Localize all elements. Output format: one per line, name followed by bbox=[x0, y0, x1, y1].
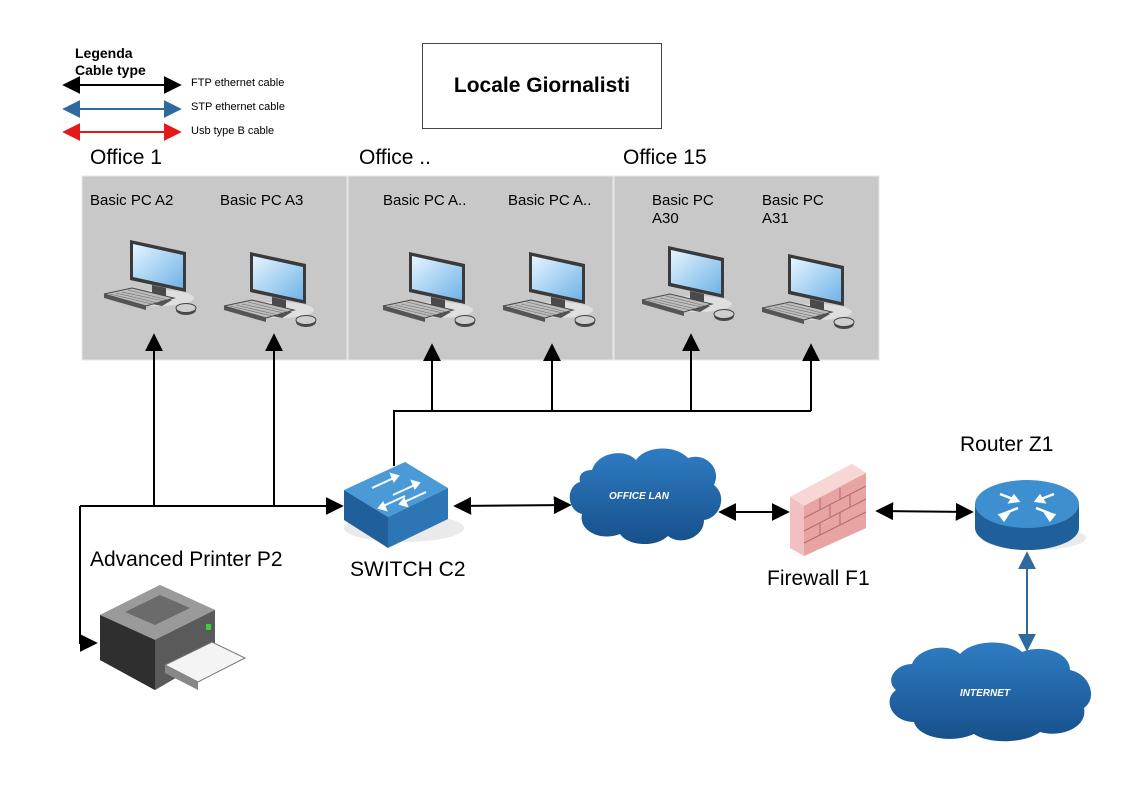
office-title-3: Office 15 bbox=[623, 146, 707, 169]
pc-a31-icon bbox=[761, 254, 855, 329]
pc-label-a2: Basic PC A2 bbox=[90, 192, 174, 209]
firewall-icon bbox=[790, 464, 867, 556]
pc-a3-icon bbox=[223, 252, 317, 327]
cable-printer bbox=[79, 506, 98, 652]
internet-label: INTERNET bbox=[960, 688, 1011, 699]
cable-switch-lan bbox=[453, 496, 572, 515]
lan-label: OFFICE LAN bbox=[609, 491, 670, 502]
legend-title-line2: Cable type bbox=[75, 62, 146, 78]
legend-title-line1: Legenda bbox=[75, 45, 133, 61]
page-title: Locale Giornalisti bbox=[422, 43, 662, 129]
pc-a30-icon bbox=[641, 246, 735, 321]
pc-label-a30: Basic PC A30 bbox=[652, 192, 714, 227]
router-label: Router Z1 bbox=[960, 433, 1054, 456]
cable-firewall-router bbox=[875, 502, 974, 521]
legend-label-stp: STP ethernet cable bbox=[191, 101, 285, 113]
pc-label-a-2: Basic PC A.. bbox=[508, 192, 592, 209]
pc-label-a31: Basic PC A31 bbox=[762, 192, 824, 227]
firewall-label: Firewall F1 bbox=[767, 567, 870, 590]
cable-switch-uplink bbox=[393, 410, 811, 466]
pc-a-2-icon bbox=[502, 252, 596, 327]
internet-cloud-icon: INTERNET bbox=[889, 642, 1092, 742]
router-icon bbox=[975, 480, 1086, 550]
legend-label-usb: Usb type B cable bbox=[191, 125, 275, 137]
legend-label-ftp: FTP ethernet cable bbox=[191, 77, 285, 89]
printer-label: Advanced Printer P2 bbox=[90, 548, 283, 571]
pc-label-a-1: Basic PC A.. bbox=[383, 192, 467, 209]
legend-title: Legenda Cable type bbox=[75, 45, 146, 79]
switch-icon bbox=[344, 462, 464, 548]
pc-label-a3: Basic PC A3 bbox=[220, 192, 304, 209]
pc-a-1-icon bbox=[382, 252, 476, 327]
office-title-1: Office 1 bbox=[90, 146, 162, 169]
switch-label: SWITCH C2 bbox=[350, 558, 466, 581]
office-title-2: Office .. bbox=[359, 146, 431, 169]
printer-icon bbox=[100, 585, 247, 690]
office-lan-cloud-icon: OFFICE LAN bbox=[569, 448, 722, 545]
pc-a2-icon bbox=[103, 240, 197, 315]
